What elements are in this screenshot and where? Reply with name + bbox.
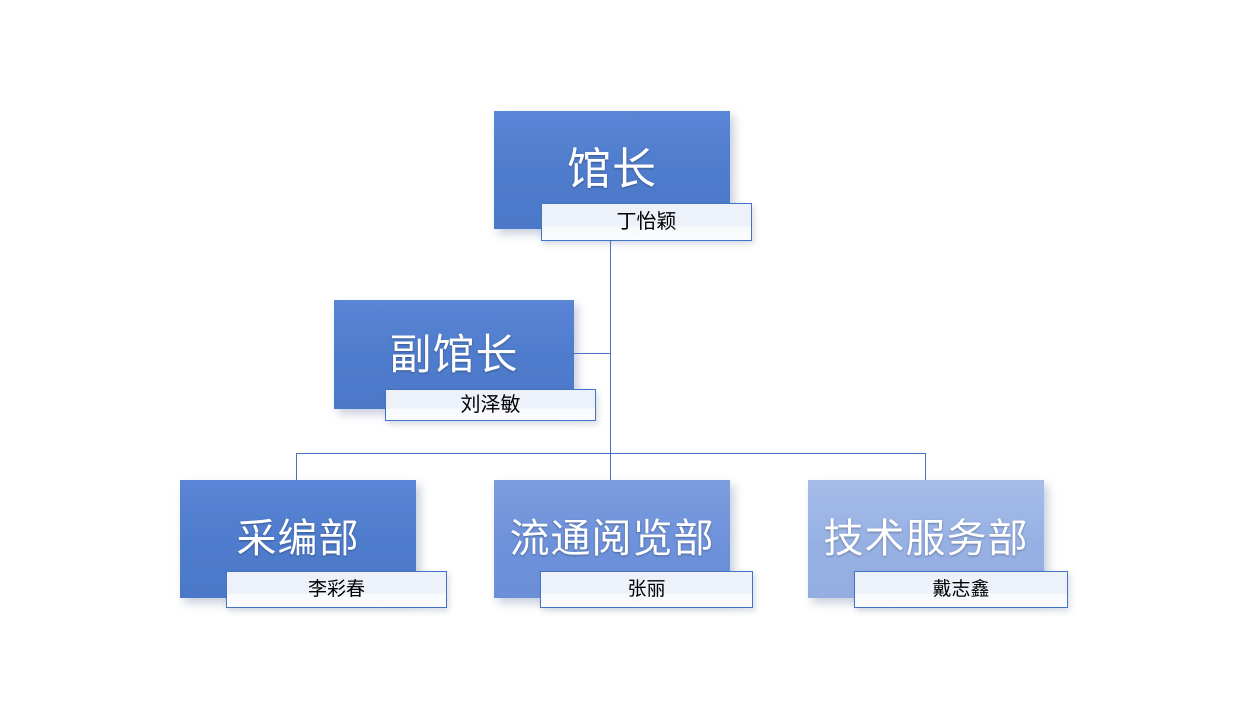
org-node-deputy-director[interactable]: 副馆长 刘泽敏 [334, 300, 596, 421]
connector-trunk-vertical [610, 241, 611, 454]
org-node-deputy-director-person-box: 刘泽敏 [385, 389, 596, 421]
org-node-director-title: 馆长 [567, 145, 657, 194]
org-node-director[interactable]: 馆长 丁怡颖 [494, 111, 752, 241]
connector-level3-horizontal-bar [296, 453, 926, 454]
org-node-technical-person-box: 戴志鑫 [854, 571, 1068, 608]
connector-to-deputy-director [573, 353, 611, 354]
org-node-circulation[interactable]: 流通阅览部 张丽 [494, 480, 753, 608]
org-node-technical[interactable]: 技术服务部 戴志鑫 [808, 480, 1068, 608]
org-node-acquisitions[interactable]: 采编部 李彩春 [180, 480, 447, 608]
connector-drop-acquisitions [296, 453, 297, 480]
org-node-circulation-person-box: 张丽 [540, 571, 753, 608]
connector-drop-circulation [610, 453, 611, 480]
org-node-director-person-box: 丁怡颖 [541, 203, 752, 241]
org-node-technical-title: 技术服务部 [823, 517, 1029, 561]
org-node-acquisitions-person-box: 李彩春 [226, 571, 447, 608]
org-node-circulation-person: 张丽 [627, 579, 666, 600]
org-node-deputy-director-title: 副馆长 [389, 330, 519, 378]
org-node-director-person: 丁怡颖 [616, 211, 677, 233]
connector-drop-technical [925, 453, 926, 480]
org-node-circulation-title: 流通阅览部 [509, 517, 715, 561]
org-node-acquisitions-title: 采编部 [236, 517, 360, 561]
org-node-acquisitions-person: 李彩春 [307, 579, 365, 600]
org-node-acquisitions-header: 采编部 [180, 480, 416, 598]
org-node-technical-person: 戴志鑫 [932, 579, 990, 600]
org-node-deputy-director-person: 刘泽敏 [460, 394, 521, 416]
